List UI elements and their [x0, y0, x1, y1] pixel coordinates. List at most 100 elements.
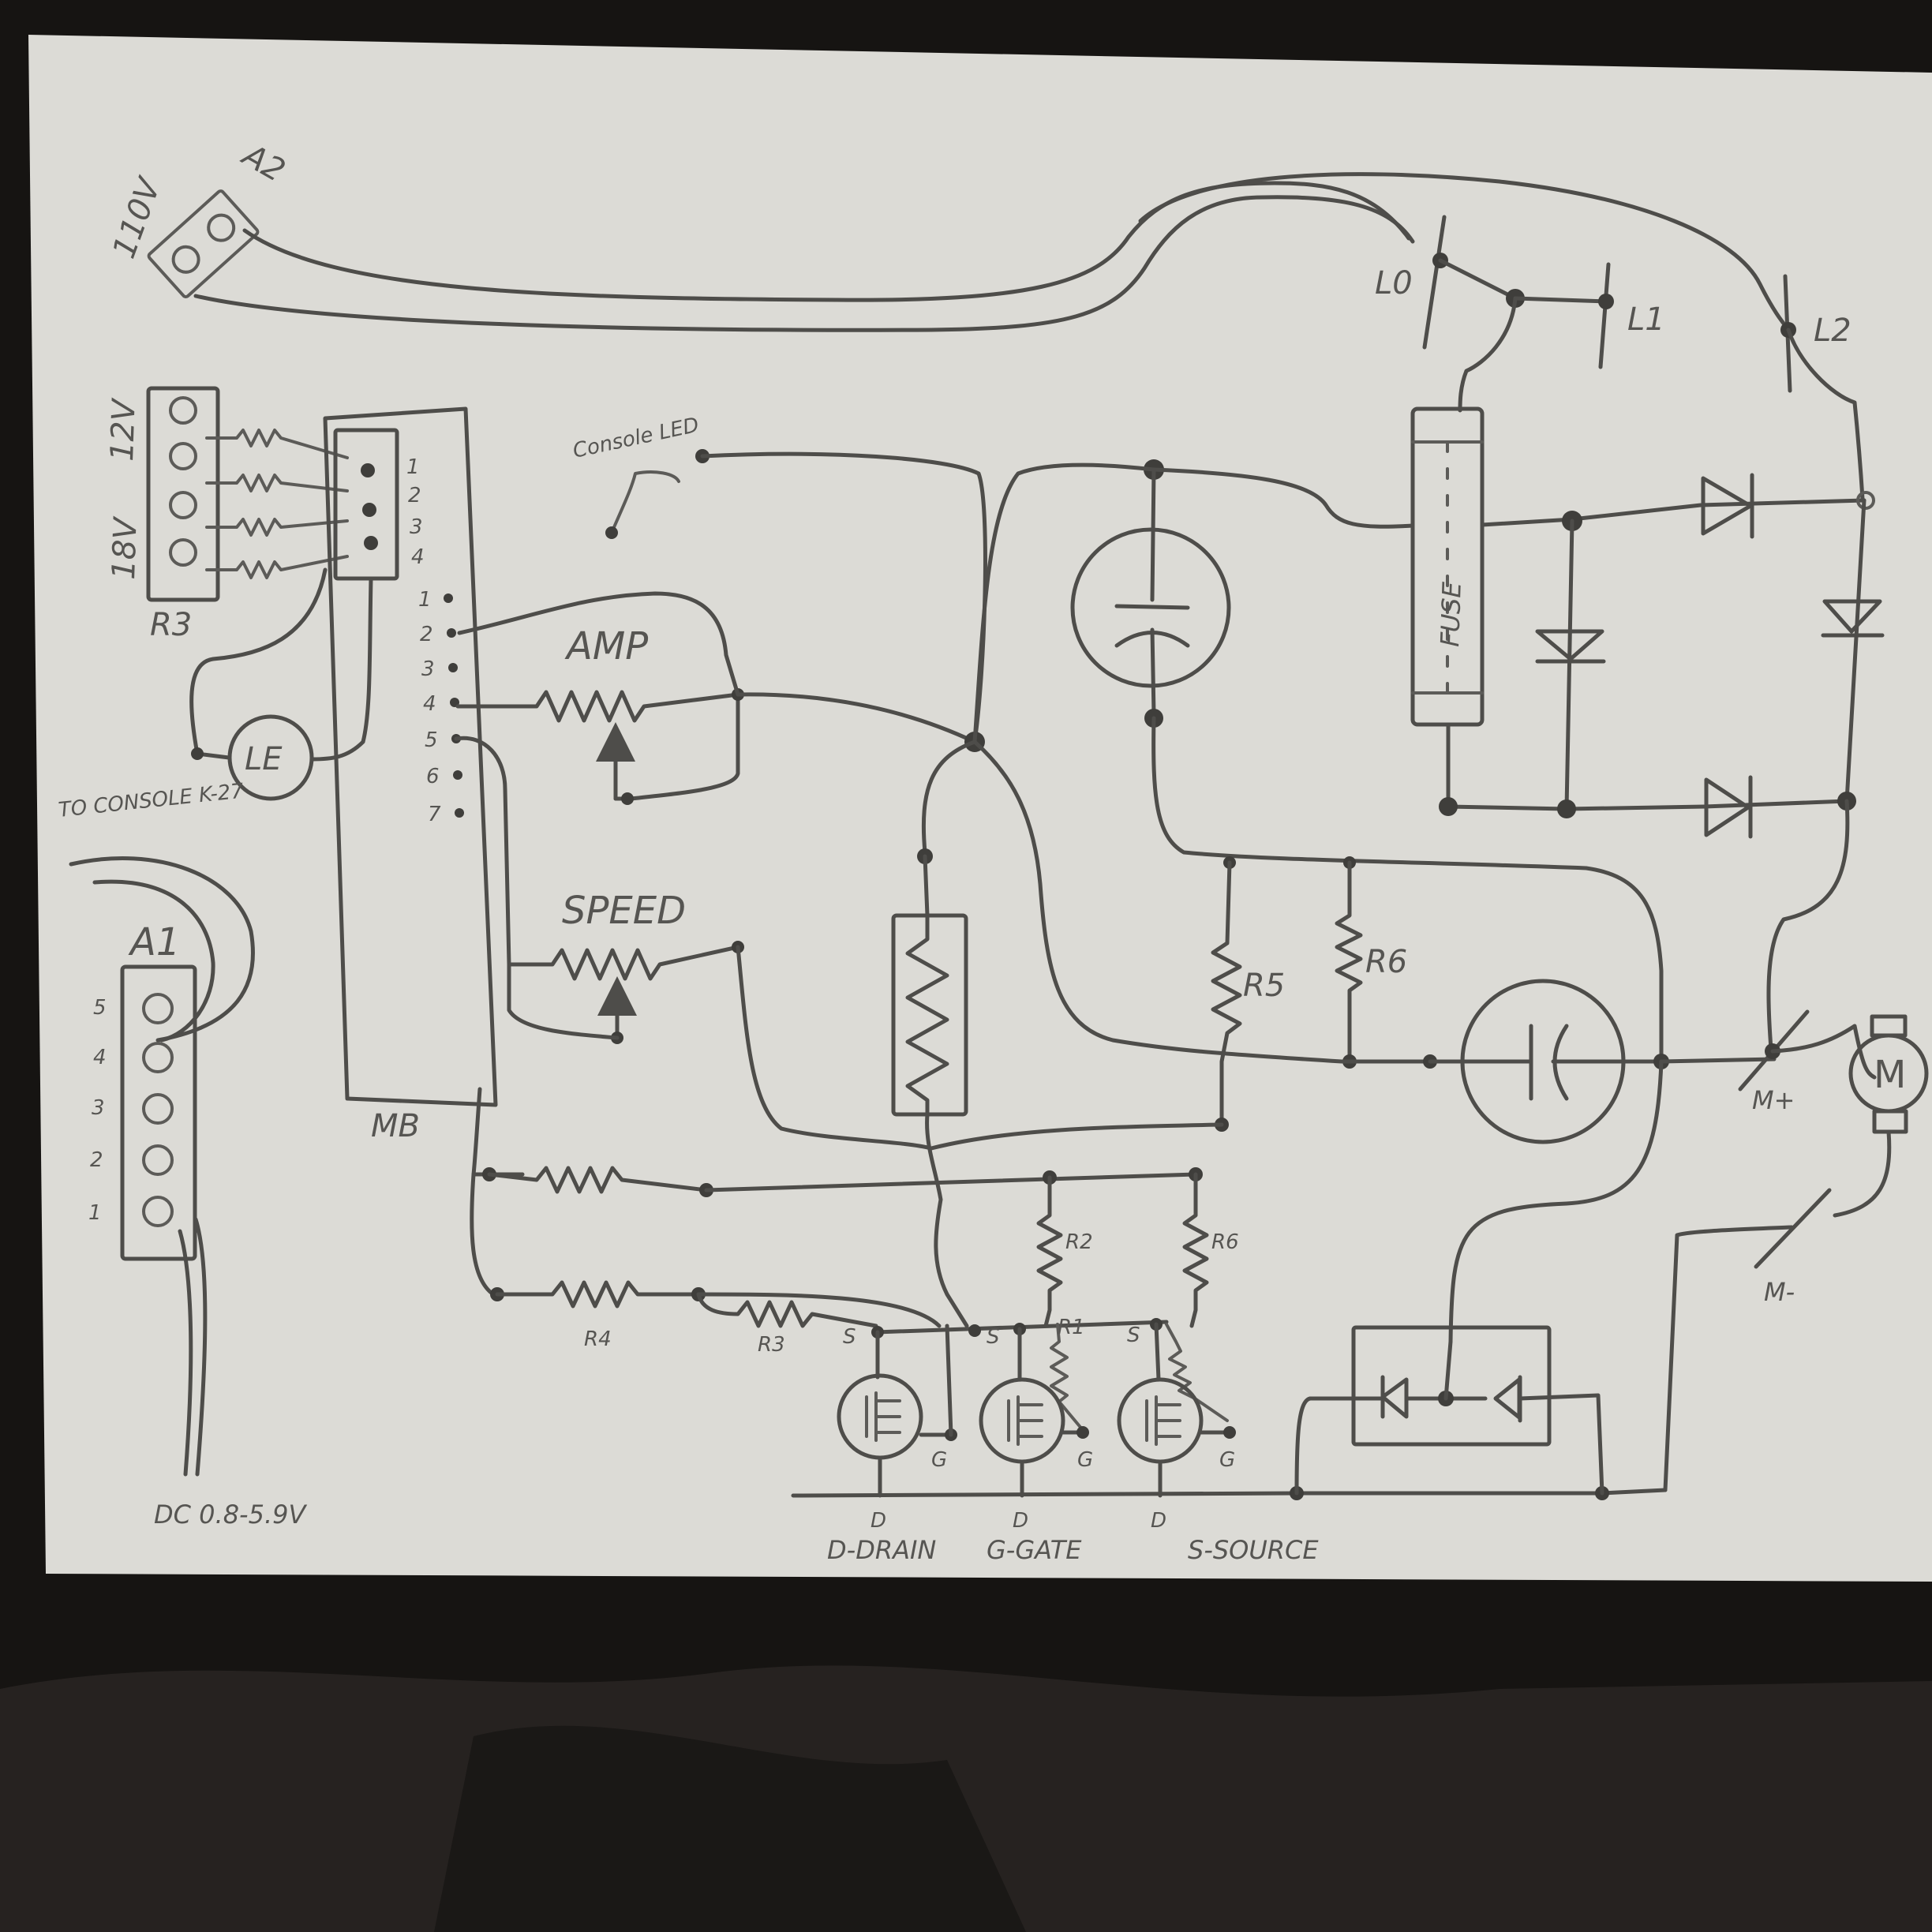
- power-input-connector: [147, 189, 260, 298]
- mb-board: [323, 406, 498, 1107]
- mb-header-pin-4: 4: [411, 545, 425, 569]
- l2-label: L2: [1814, 313, 1852, 349]
- l1-terminal: [1598, 262, 1611, 369]
- legend-gate: G-GATE: [987, 1535, 1082, 1565]
- mosfet-1-drain-label: D: [871, 1509, 886, 1533]
- r3-resistor-bottom: [696, 1292, 878, 1328]
- m-plus-to-motor: [1770, 1024, 1877, 1080]
- r1-to-mosfet1: [696, 1292, 942, 1328]
- mb-header-pin-3: 3: [410, 515, 423, 539]
- l0-switch-arm: [1438, 258, 1518, 301]
- l0-label: L0: [1375, 265, 1413, 301]
- bridge-to-m-plus: [1766, 799, 1850, 1061]
- mosfet-1-gate-label: G: [931, 1448, 947, 1472]
- fuse-label: FUSE: [1435, 581, 1467, 647]
- module-right-lead: [1518, 1393, 1604, 1496]
- r5-resistor: [1211, 860, 1242, 1127]
- dc-wire-a: [193, 1217, 208, 1477]
- cap-top-feed: [972, 462, 1156, 744]
- a1-pin-4: 4: [93, 1046, 107, 1069]
- r2-resistor: [1036, 1175, 1063, 1328]
- bridge-left-rail: [1564, 519, 1574, 811]
- console-wire-inner: [92, 879, 215, 1043]
- cap-to-fuse: [1151, 467, 1415, 529]
- mb-lower-feed: [470, 1172, 496, 1297]
- mb-pin-1: 1: [418, 588, 432, 612]
- mb-pin-5: 5: [425, 728, 438, 752]
- mb-pin-2: 2: [420, 623, 433, 646]
- led-return-wire: [309, 576, 373, 762]
- fabric-shadow: [434, 1725, 1026, 1932]
- m-minus-label: M-: [1764, 1277, 1795, 1307]
- module-center-lead: [1443, 1339, 1453, 1401]
- junction-to-power-resistor: [921, 739, 977, 855]
- module-left-lead: [1294, 1396, 1312, 1496]
- console-led-wire: [610, 470, 680, 534]
- mosfet-3-gate-label: G: [1219, 1448, 1235, 1472]
- mb-pin-7: 7: [428, 803, 441, 826]
- motor: [1848, 1033, 1929, 1114]
- amp-to-junction: [736, 692, 977, 744]
- mb-pin-column: 1 2 3 4 5 6 7: [418, 588, 464, 826]
- led-indicator: [227, 714, 314, 801]
- bridge-right-rail: [1844, 498, 1866, 803]
- mosfet-3-source-label: S: [1127, 1324, 1140, 1347]
- drain-bus: [791, 1488, 1668, 1498]
- motor-label: M: [1874, 1053, 1906, 1097]
- r6-resistor: [1335, 860, 1363, 1064]
- filter-capacitor-top: [1070, 527, 1231, 688]
- mosfet-2-source-label: S: [987, 1325, 1000, 1349]
- bridge-diode-left: [1535, 629, 1606, 664]
- m-minus-return: [1663, 1225, 1794, 1492]
- r5-gate-resistor: [1165, 1323, 1229, 1422]
- voltage-selector-block: [146, 386, 220, 602]
- mb-header-pin-1: 1: [406, 455, 420, 479]
- motor-cap-down: [1448, 1059, 1664, 1344]
- l1-label: L1: [1627, 301, 1665, 338]
- bridge-diode-top: [1701, 473, 1754, 539]
- junction-to-r5-diagonal: [972, 739, 1344, 1064]
- mosfet-2: S G D: [979, 1325, 1093, 1533]
- mosfet-2-gate-label: G: [1077, 1448, 1093, 1472]
- r6-label: R6: [1365, 944, 1407, 980]
- dc-voltage-label: DC 0.8-5.9V: [154, 1500, 307, 1530]
- motor-to-m-minus: [1833, 1129, 1892, 1218]
- voltage-selector-12v: 12V: [104, 397, 143, 462]
- a1-pin-3: 3: [92, 1096, 105, 1120]
- motor-cap-to-m-plus: [1659, 1057, 1777, 1064]
- mosfet-2-drain-label: D: [1013, 1509, 1028, 1533]
- cap-bottom-feed: [1151, 716, 1664, 1064]
- l2-to-bridge: [1786, 328, 1865, 501]
- a1-pin-2: 2: [90, 1148, 103, 1172]
- amp-label: AMP: [564, 624, 648, 668]
- l0-terminal: [1422, 215, 1447, 350]
- mosfet-1-source-label: S: [843, 1325, 856, 1349]
- r6-bottom-resistor: [1182, 1172, 1209, 1328]
- r2-label: R2: [1065, 1230, 1093, 1254]
- bridge-diode-right: [1821, 599, 1885, 638]
- r1-label: R1: [1058, 1316, 1085, 1339]
- mb-label: MB: [371, 1108, 420, 1144]
- r5-label: R5: [1243, 968, 1285, 1004]
- amp-wiper-loop: [613, 692, 740, 801]
- mb-header: [333, 428, 399, 581]
- speed-to-pin5: [454, 736, 620, 1040]
- legend-drain: D-DRAIN: [827, 1535, 936, 1565]
- dual-diode-module: [1351, 1325, 1552, 1447]
- junction-to-capacitor-top: [923, 854, 930, 918]
- mosfet-1: S G D: [837, 1324, 957, 1533]
- mosfet-3: S G D: [1117, 1322, 1236, 1533]
- led-loop-wire: [189, 567, 328, 760]
- amp-to-pin2: [457, 591, 740, 697]
- speed-label: SPEED: [562, 889, 686, 933]
- r6-bottom-label: R6: [1211, 1230, 1239, 1254]
- mb-pin-6: 6: [426, 765, 440, 788]
- r4-resistor-top: [487, 1166, 709, 1194]
- r1-resistor-bottom: [495, 1280, 701, 1309]
- paper-sheet: [28, 35, 1932, 1582]
- bridge-diode-bottom: [1704, 775, 1753, 839]
- r3-label: R3: [758, 1333, 785, 1357]
- voltage-selector-name: R3: [150, 607, 192, 643]
- l1-wire: [1513, 296, 1608, 304]
- power-resistor: [891, 913, 968, 1117]
